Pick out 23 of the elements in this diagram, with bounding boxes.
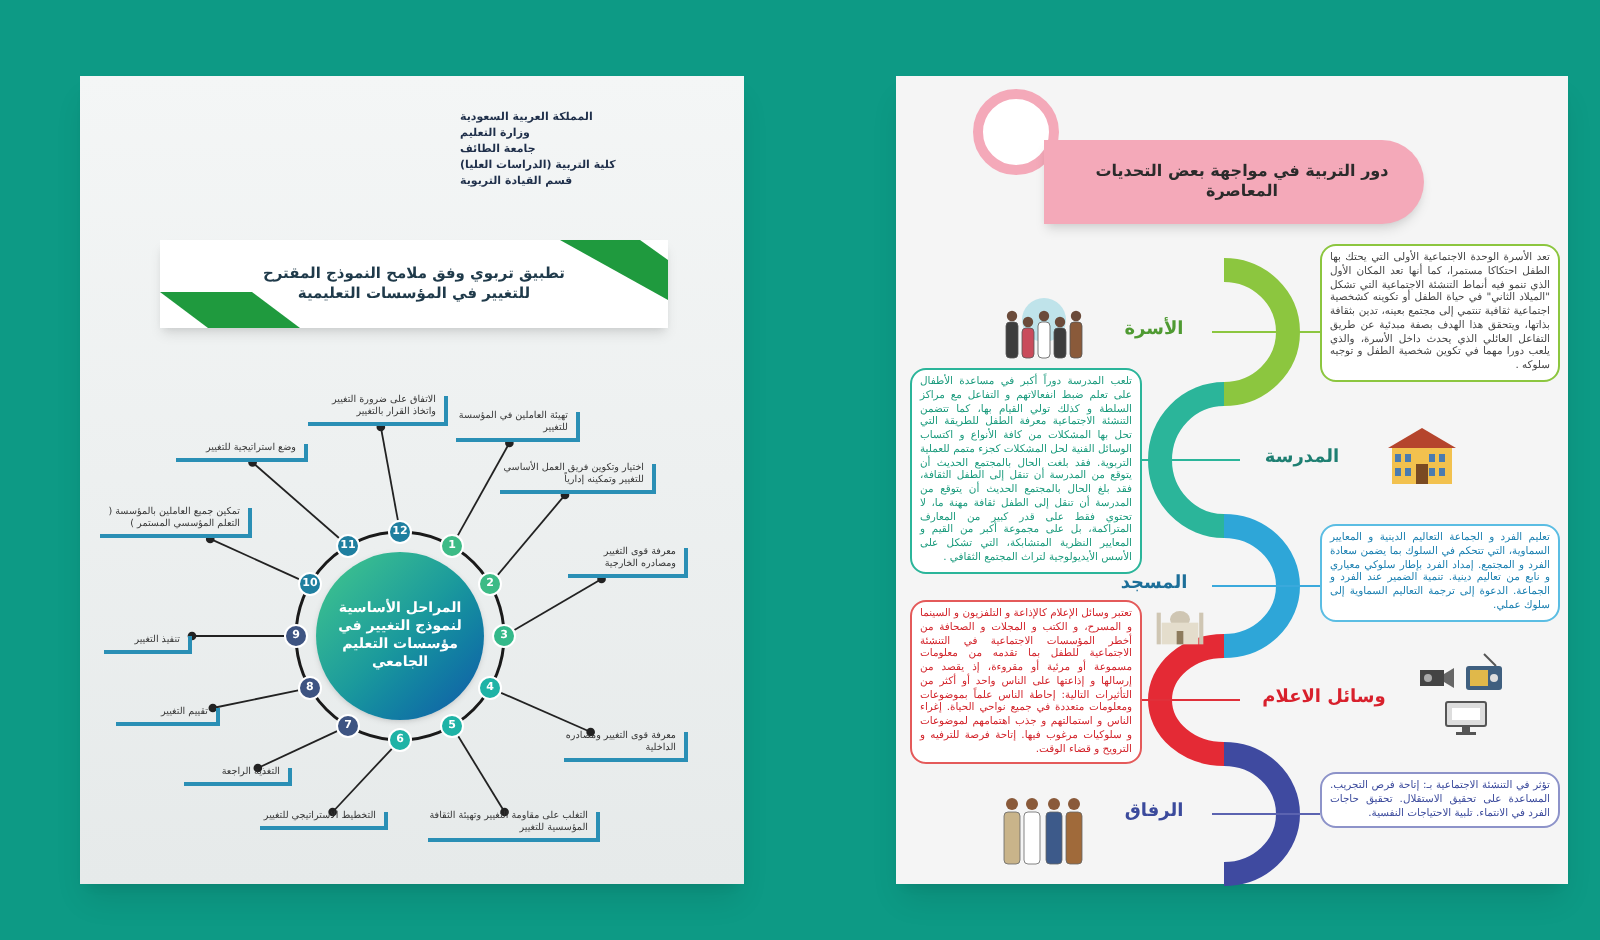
category-label: الأسرة bbox=[1096, 316, 1212, 348]
connector-line bbox=[208, 689, 300, 713]
category-label: وسائل الاعلام bbox=[1240, 684, 1408, 716]
connector-line bbox=[1211, 585, 1321, 587]
connector-line bbox=[456, 438, 514, 537]
connector-line bbox=[187, 631, 285, 641]
category-label: الرفاق bbox=[1096, 798, 1212, 830]
title-banner: دور التربية في مواجهة بعض التحديات المعاصرة bbox=[1044, 140, 1424, 224]
connector-line bbox=[205, 534, 300, 580]
connector-line bbox=[500, 691, 595, 737]
category-label: المدرسة bbox=[1240, 444, 1364, 476]
connector-line bbox=[253, 730, 338, 773]
connector-line bbox=[513, 574, 606, 631]
category-label: المسجد bbox=[1096, 570, 1212, 602]
connector-line bbox=[328, 747, 393, 817]
connector-line bbox=[248, 458, 340, 539]
connector-line bbox=[1141, 699, 1241, 701]
connector-line bbox=[1211, 331, 1321, 333]
connector-line bbox=[496, 490, 570, 576]
connector-line bbox=[1141, 459, 1241, 461]
connector-line bbox=[1211, 813, 1321, 815]
connector-line bbox=[457, 735, 509, 817]
connector-line bbox=[376, 422, 399, 522]
